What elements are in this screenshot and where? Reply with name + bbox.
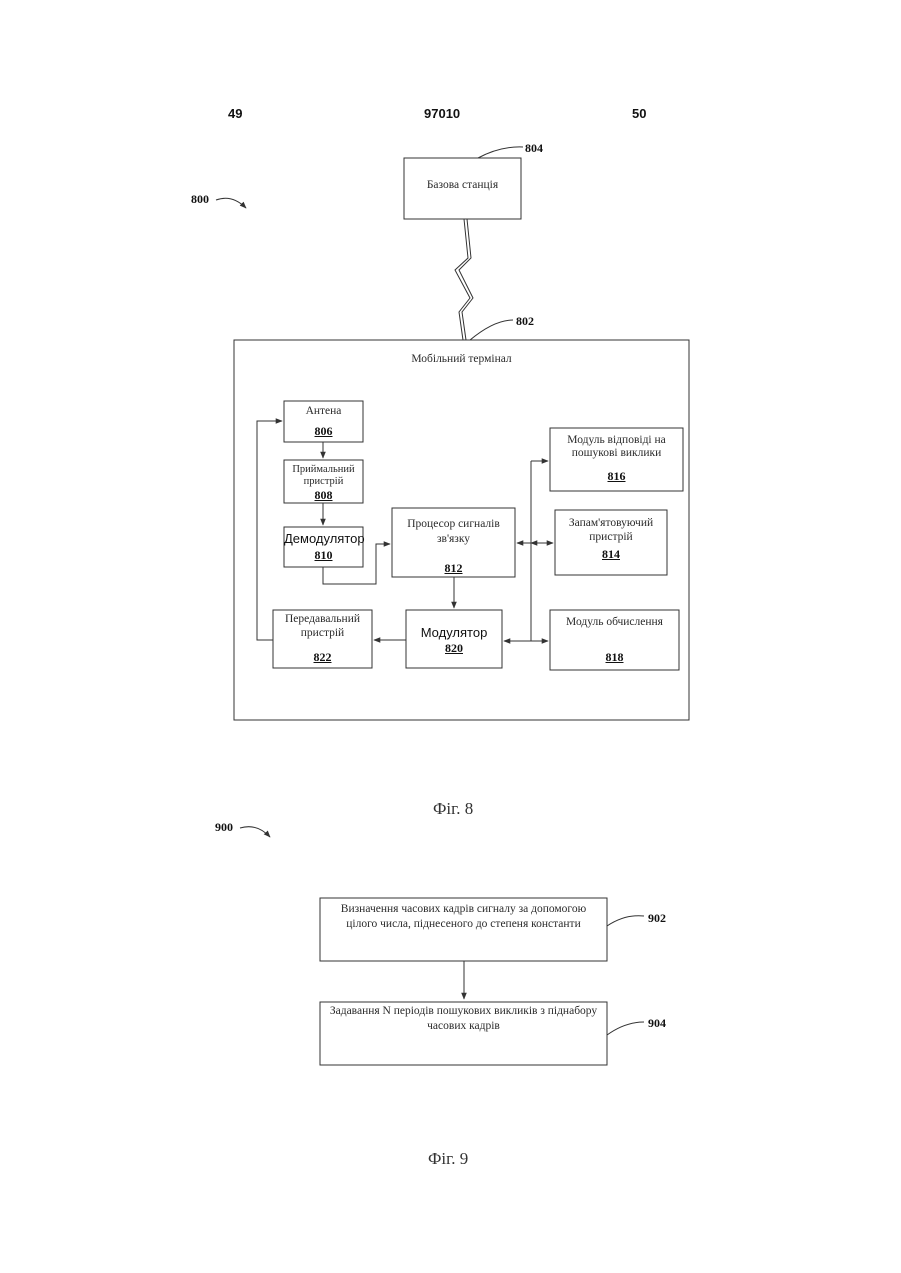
patent-number: 97010 <box>424 106 460 121</box>
antenna-number: 806 <box>284 424 363 439</box>
transmitter-label-line2: пристрій <box>273 626 372 641</box>
page-number-left: 49 <box>228 106 242 121</box>
ref-802: 802 <box>516 314 534 329</box>
base-station-label: Базова станція <box>404 178 521 193</box>
ref-800-leader <box>216 198 246 208</box>
paging-module-label-line2: пошукові виклики <box>550 446 683 461</box>
ref-902: 902 <box>648 911 666 926</box>
ref-800: 800 <box>191 192 209 207</box>
processor-label-line2: зв'язку <box>392 532 515 547</box>
ref-904-leader <box>607 1022 644 1035</box>
transmitter-label-line1: Передавальний <box>273 612 372 627</box>
memory-label-line1: Запам'ятовуючий <box>555 516 667 531</box>
antenna-label: Антена <box>284 404 363 419</box>
memory-number: 814 <box>555 547 667 562</box>
ref-900: 900 <box>215 820 233 835</box>
receiver-label-line2: пристрій <box>284 475 363 488</box>
compute-module-number: 818 <box>550 650 679 665</box>
modulator-number: 820 <box>406 641 502 656</box>
ref-902-leader <box>607 916 644 926</box>
mobile-terminal-label: Мобільний термінал <box>234 352 689 367</box>
page-number-right: 50 <box>632 106 646 121</box>
step-902-line1: Визначення часових кадрів сигналу за доп… <box>320 902 607 917</box>
transmitter-number: 822 <box>273 650 372 665</box>
step-902-line2: цілого числа, піднесеного до степеня кон… <box>320 917 607 932</box>
processor-label-line1: Процесор сигналів <box>392 517 515 532</box>
paging-module-number: 816 <box>550 469 683 484</box>
ref-804-leader <box>478 147 523 158</box>
processor-number: 812 <box>392 561 515 576</box>
memory-label-line2: пристрій <box>555 530 667 545</box>
ref-904: 904 <box>648 1016 666 1031</box>
ref-802-leader <box>470 320 513 340</box>
fig8-caption: Фіг. 8 <box>433 799 473 819</box>
ref-804: 804 <box>525 141 543 156</box>
fig9-caption: Фіг. 9 <box>428 1149 468 1169</box>
demodulator-number: 810 <box>284 548 363 563</box>
arrow-transmitter-antenna <box>257 421 282 640</box>
modulator-label: Модулятор <box>406 625 502 640</box>
ref-900-leader <box>240 827 270 837</box>
step-904-line1: Задавання N періодів пошукових викликів … <box>320 1004 607 1019</box>
compute-module-label: Модуль обчислення <box>550 615 679 630</box>
step-904-line2: часових кадрів <box>320 1019 607 1034</box>
receiver-number: 808 <box>284 488 363 503</box>
demodulator-label: Демодулятор <box>284 531 363 546</box>
wireless-link-line <box>455 219 470 340</box>
